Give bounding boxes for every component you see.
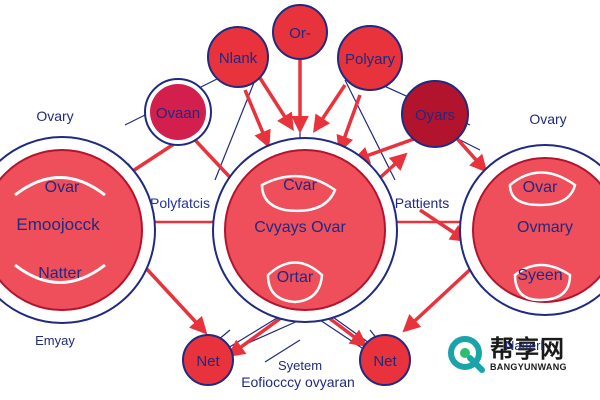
watermark-overlay-text: Natterl — [505, 338, 544, 353]
label-oyars: Oyars — [415, 107, 455, 124]
label-left-inner-top: Ovar — [45, 179, 80, 196]
left-circle-group — [0, 136, 156, 324]
node-oyars — [401, 80, 469, 148]
node-top-small — [272, 4, 328, 60]
right-circle-inner — [472, 157, 600, 303]
node-polyary — [337, 25, 403, 91]
logo-q-icon — [448, 336, 485, 373]
node-net-right — [359, 334, 411, 386]
label-right-middle: Pattients — [395, 195, 449, 211]
label-right-outer: Ovary — [529, 111, 566, 127]
label-polyary: Polyary — [345, 51, 396, 68]
watermark-text: 帮享网 BANGYUNWANG — [490, 337, 567, 372]
label-top-small: Or- — [289, 25, 311, 42]
label-center-inner-mid: Cvyays Ovar — [254, 219, 346, 236]
right-circle-top-arc — [508, 171, 577, 207]
label-bottom-line2: Eofiocccy ovyaran — [241, 374, 355, 390]
bottom-nodes — [182, 334, 411, 386]
node-ovaan — [150, 84, 206, 140]
label-center-inner-top: Cvar — [283, 177, 317, 194]
label-left-inner-bottom: Natter — [38, 265, 82, 282]
left-circle-inner — [0, 149, 143, 311]
label-right-inner-top: Ovar — [523, 179, 558, 196]
label-left-outer: Ovary — [36, 108, 73, 124]
center-circle-top-arc — [260, 174, 337, 213]
text-labels: Or- Nlank Polyary Ovaan Oyars Ovary Ovar… — [16, 25, 573, 390]
label-right-inner-mid: Ovmary — [517, 219, 573, 236]
watermark-cn: 帮享网 — [490, 334, 565, 363]
label-right-inner-bottom: Syeen — [517, 267, 562, 284]
center-circle-inner — [224, 149, 386, 311]
left-circle-top-arc — [14, 176, 106, 197]
label-left-middle: Polyfatcis — [150, 195, 210, 211]
center-circle-bottom-ring — [266, 261, 324, 304]
node-nlank — [207, 26, 269, 88]
watermark-logo: 帮享网 BANGYUNWANG — [446, 332, 594, 376]
watermark-en: BANGYUNWANG — [490, 361, 567, 372]
right-circle-group — [459, 144, 600, 316]
label-net-left: Net — [196, 353, 220, 370]
label-center-inner-bottom: Ortar — [277, 269, 314, 286]
label-left-below: Emyay — [35, 333, 75, 348]
label-net-right: Net — [373, 353, 397, 370]
right-circle-bottom-arc — [513, 263, 572, 302]
label-bottom-line1: Syetem — [278, 358, 322, 373]
node-net-left — [182, 334, 234, 386]
left-circle-bottom-arc — [14, 263, 106, 284]
top-nodes — [144, 4, 469, 148]
label-left-inner-mid: Emoojocck — [16, 215, 100, 234]
center-circle-group — [212, 137, 398, 323]
label-ovaan: Ovaan — [156, 105, 200, 122]
label-nlank: Nlank — [219, 50, 258, 67]
